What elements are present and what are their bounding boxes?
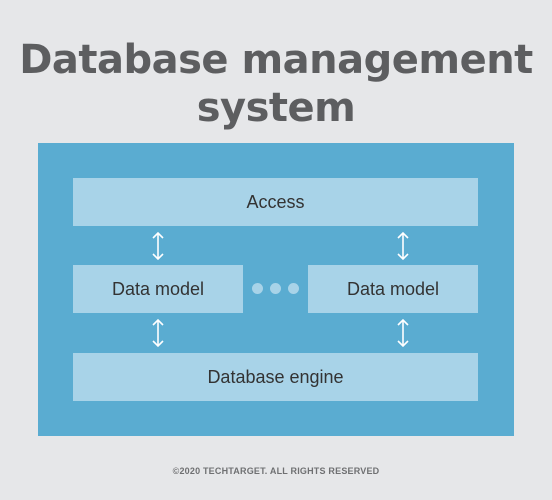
dot bbox=[252, 283, 263, 294]
database-engine-box: Database engine bbox=[73, 353, 478, 401]
double-arrow-icon bbox=[396, 318, 410, 348]
data-model-right-box: Data model bbox=[308, 265, 478, 313]
dot bbox=[288, 283, 299, 294]
page-title: Database management system bbox=[0, 36, 552, 132]
access-label: Access bbox=[246, 191, 305, 212]
dbms-panel: Access Data model Data model bbox=[38, 143, 514, 436]
dot bbox=[270, 283, 281, 294]
double-arrow-icon bbox=[151, 318, 165, 348]
database-engine-label: Database engine bbox=[207, 366, 344, 387]
double-arrow-icon bbox=[396, 231, 410, 261]
data-model-left-label: Data model bbox=[111, 278, 205, 299]
data-model-right-label: Data model bbox=[346, 278, 440, 299]
ellipsis-icon bbox=[252, 283, 300, 295]
title-line-1: Database management bbox=[19, 37, 533, 83]
data-model-left-box: Data model bbox=[73, 265, 243, 313]
double-arrow-icon bbox=[151, 231, 165, 261]
access-box: Access bbox=[73, 178, 478, 226]
title-line-2: system bbox=[196, 85, 356, 131]
copyright-notice: ©2020 TECHTARGET. ALL RIGHTS RESERVED bbox=[172, 466, 380, 476]
